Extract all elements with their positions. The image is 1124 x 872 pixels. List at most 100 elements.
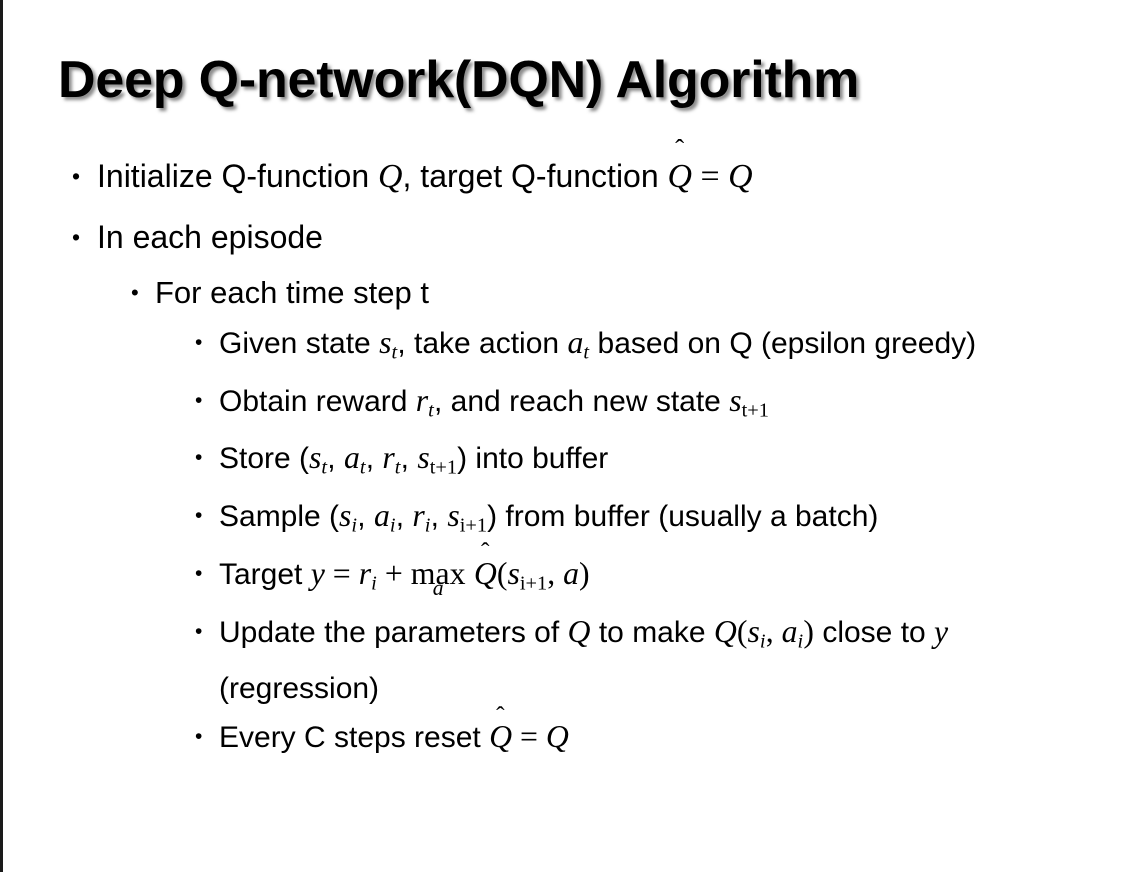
math-subscript: i <box>797 630 804 653</box>
text-run: Given state <box>219 327 380 360</box>
text-run: Every C steps reset <box>219 721 490 755</box>
math-operator: = <box>324 555 359 591</box>
math-variable: y <box>310 555 325 591</box>
math-subscript: t+1 <box>429 457 458 480</box>
math-subscript: t <box>394 457 401 480</box>
bullet-marker-icon: • <box>131 280 139 305</box>
bullet-marker-icon: • <box>72 163 81 189</box>
bullet-item-sample-from-buffer: • Sample (si, ai, ri, si+1) from buffer (… <box>0 492 1124 550</box>
text-run: Obtain reward <box>219 384 416 418</box>
text-run: based on Q (epsilon greedy) <box>589 327 977 360</box>
bullet-marker-icon: • <box>195 504 203 528</box>
math-subscript: t <box>321 457 328 480</box>
bullet-item-label: Store (st, at, rt, st+1) into buffer <box>219 434 1104 492</box>
bullet-marker-icon: • <box>195 561 203 585</box>
text-run: Store ( <box>219 442 310 476</box>
bullet-marker-icon: • <box>72 224 81 250</box>
math-variable: a <box>781 613 798 649</box>
text-run: For each time step t <box>155 275 429 310</box>
math-operator: + <box>376 555 411 591</box>
math-variable: a <box>373 498 390 534</box>
math-operator: = <box>512 719 546 755</box>
text-run: Initialize Q-function <box>97 158 379 194</box>
math-operator: ( <box>736 613 748 649</box>
text-run: In each episode <box>97 219 323 255</box>
math-hat-accent: ˆ <box>496 700 505 730</box>
math-variable: r <box>358 555 372 591</box>
math-variable: r <box>415 382 429 418</box>
math-subscript: t <box>428 399 435 422</box>
text-run: , and reach new state <box>434 384 730 418</box>
bullet-marker-icon: • <box>195 331 203 354</box>
math-subscript: i <box>424 514 431 537</box>
math-variable: s <box>339 498 352 534</box>
bullet-item-label: Initialize Q-function Q , target Q-functi… <box>97 133 1124 207</box>
math-subscript: t+1 <box>741 399 769 422</box>
text-run: , take action <box>397 327 568 360</box>
math-operator: ) <box>803 613 814 649</box>
math-operator: , <box>547 555 564 591</box>
math-variable: s <box>507 555 520 591</box>
text-run: , <box>395 500 413 534</box>
algorithm-bullet-list: • Initialize Q-function Q , target Q-funct… <box>0 133 1124 762</box>
bullet-marker-icon: • <box>195 725 203 749</box>
math-subscript: t <box>583 341 590 364</box>
math-variable: y <box>934 613 949 649</box>
text-run: , <box>327 442 344 476</box>
math-variable: s <box>747 613 760 649</box>
bullet-item-label: Given state st, take action at based on … <box>219 319 1104 377</box>
text-run <box>466 558 474 591</box>
text-run: ) into buffer <box>457 442 609 476</box>
math-subscript: i <box>371 572 377 595</box>
math-variable: Q <box>545 719 569 755</box>
math-variable: s <box>447 498 460 534</box>
bullet-item-label: Update the parameters of Q to make Q(si,… <box>219 608 1104 714</box>
math-subscript: i <box>759 630 766 653</box>
math-variable: a <box>563 555 579 591</box>
math-operator: = <box>692 158 729 195</box>
text-run: (regression) <box>219 672 380 706</box>
text-run: close to <box>813 615 935 649</box>
text-run: , <box>365 442 383 476</box>
math-hat-accent: ˆ <box>675 133 685 164</box>
bullet-item-obtain-reward: •Obtain reward rt, and reach new state s… <box>0 377 1124 435</box>
text-run: ) from buffer (usually a batch) <box>487 500 879 534</box>
bullet-item-given-state: •Given state st, take action at based on… <box>0 319 1124 377</box>
bullet-item-label: Sample (si, ai, ri, si+1) from buffer (u… <box>219 492 1104 550</box>
bullet-item-for-each-time-step: • For each time step t <box>0 267 1124 319</box>
bullet-item-label: In each episode <box>97 207 1124 267</box>
text-run: , target Q-function <box>402 158 668 194</box>
page-title: Deep Q-network(DQN) Algorithm <box>58 51 860 109</box>
math-subscript: i <box>389 514 396 537</box>
bullet-marker-icon: • <box>195 619 203 643</box>
text-run: , <box>430 500 448 534</box>
math-variable: Q <box>567 613 591 649</box>
math-variable: r <box>412 498 425 534</box>
math-subscript: i+1 <box>519 572 548 595</box>
bullet-item-initialize: • Initialize Q-function Q , target Q-funct… <box>0 133 1124 207</box>
slide-left-edge-border <box>0 0 3 872</box>
math-subscript: t <box>359 457 366 480</box>
bullet-item-update-parameters: •Update the parameters of Q to make Q(si… <box>0 608 1124 714</box>
math-variable: a <box>567 325 584 360</box>
math-variable: r <box>382 440 395 476</box>
text-run: Update the parameters of <box>219 615 568 649</box>
math-variable: Q <box>728 158 753 195</box>
math-operator: , <box>765 613 782 649</box>
bullet-item-store-into-buffer: •Store (st, at, rt, st+1) into buffer <box>0 434 1124 492</box>
math-variable: s <box>417 440 430 476</box>
math-variable: a <box>343 440 360 476</box>
bullet-item-label: For each time step t <box>155 267 1124 319</box>
math-subscript: i+1 <box>459 514 488 537</box>
math-operator: ( <box>496 555 508 591</box>
math-operator: ) <box>579 555 590 591</box>
bullet-marker-icon: • <box>195 446 203 470</box>
